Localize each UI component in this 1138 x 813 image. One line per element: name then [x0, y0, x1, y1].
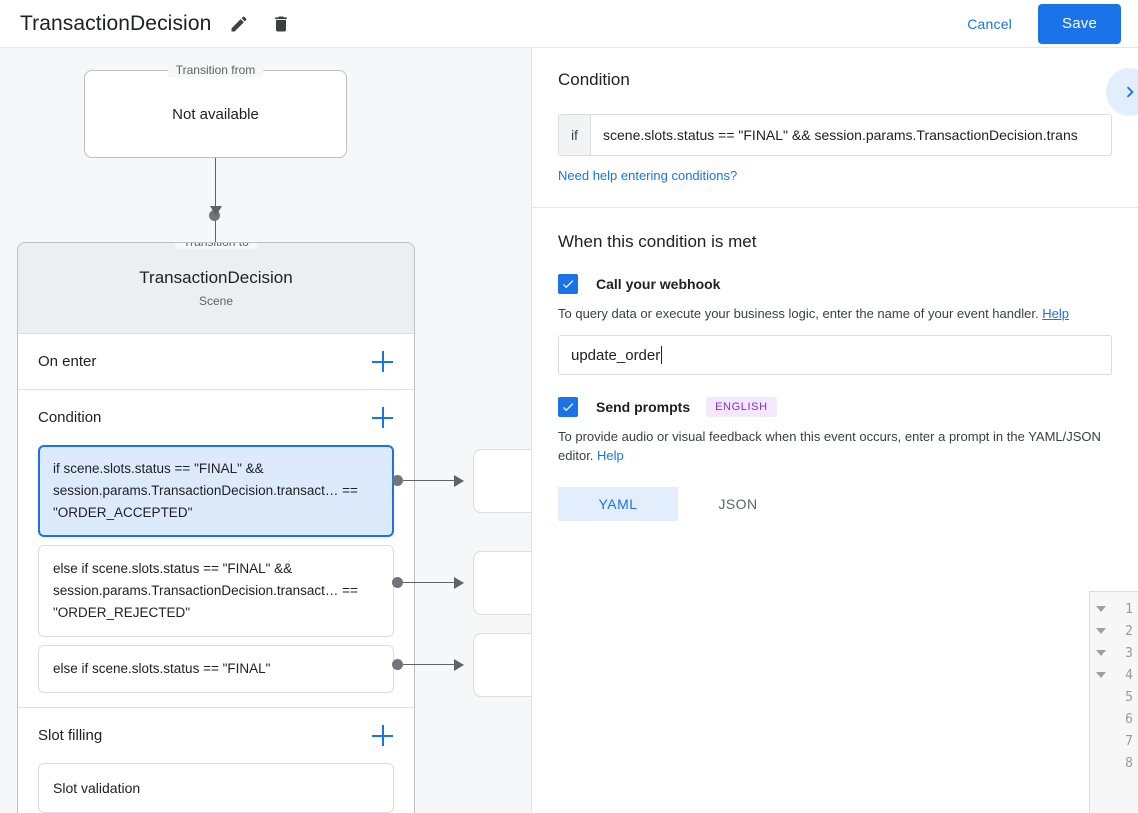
language-badge: ENGLISH — [706, 397, 777, 417]
tab-yaml[interactable]: YAML — [558, 487, 678, 521]
edge-arrow-icon — [454, 577, 464, 589]
transition-to-legend: Transition to — [175, 243, 257, 249]
slot-validation-card[interactable]: Slot validation — [38, 763, 394, 813]
add-slot-filling-plus-icon[interactable] — [372, 724, 394, 747]
top-bar: TransactionDecision Cancel Save — [0, 0, 1138, 48]
fold-triangle-icon[interactable] — [1096, 650, 1106, 656]
edge-dot — [392, 475, 403, 486]
section-title-condition: Condition — [38, 409, 102, 426]
editor-line-number: 5 — [1090, 686, 1138, 708]
webhook-helper-copy: To query data or execute your business l… — [558, 306, 1039, 321]
fold-triangle-icon[interactable] — [1096, 672, 1106, 678]
condition-card-rejected[interactable]: else if scene.slots.status == "FINAL" &&… — [38, 545, 394, 637]
cancel-button[interactable]: Cancel — [951, 7, 1028, 41]
section-slot-filling: Slot filling Slot validation — [18, 707, 414, 813]
chevron-right-icon[interactable] — [1106, 68, 1138, 116]
section-header-slot-filling: Slot filling — [38, 708, 394, 763]
edge-arrow-icon — [454, 659, 464, 671]
webhook-help-link[interactable]: Help — [1042, 306, 1069, 321]
edge-dot — [392, 659, 403, 670]
edge-line — [403, 664, 463, 665]
edge-arrow-icon — [454, 475, 464, 487]
prompts-checkbox-row: Send prompts ENGLISH — [558, 397, 1112, 417]
tab-json[interactable]: JSON — [718, 496, 758, 512]
section-header-condition: Condition — [38, 390, 394, 445]
condition-card-accepted[interactable]: if scene.slots.status == "FINAL" && sess… — [38, 445, 394, 537]
condition-section: Condition if scene.slots.status == "FINA… — [532, 48, 1138, 208]
prompts-label: Send prompts — [596, 399, 691, 415]
when-condition-met-section: When this condition is met Call your web… — [532, 208, 1138, 521]
prompts-helper-copy: To provide audio or visual feedback when… — [558, 429, 1101, 463]
target-card-final[interactable] — [473, 633, 531, 697]
target-card-rejected[interactable] — [473, 551, 531, 615]
edge-line — [403, 480, 463, 481]
condition-help-link[interactable]: Need help entering conditions? — [558, 168, 738, 183]
scene-type: Scene — [198, 294, 234, 308]
webhook-label: Call your webhook — [596, 276, 721, 292]
prompts-helper-text: To provide audio or visual feedback when… — [558, 427, 1112, 465]
scene-graph-panel: Transition from Not available Transition… — [0, 48, 531, 813]
line-number-label: 6 — [1125, 711, 1133, 727]
page-title: TransactionDecision — [20, 11, 212, 35]
editor-line-number: 3 — [1090, 642, 1138, 664]
pencil-icon[interactable] — [225, 10, 253, 38]
line-number-label: 2 — [1125, 623, 1133, 639]
condition-expression-input[interactable]: scene.slots.status == "FINAL" && session… — [603, 127, 1078, 143]
add-on-enter-plus-icon[interactable] — [372, 350, 394, 373]
line-number-label: 7 — [1125, 733, 1133, 749]
section-title-slot-filling: Slot filling — [38, 727, 103, 744]
webhook-helper-text: To query data or execute your business l… — [558, 304, 1112, 323]
when-condition-met-title: When this condition is met — [558, 232, 757, 251]
line-number-label: 3 — [1125, 645, 1133, 661]
editor-line-number: 6 — [1090, 708, 1138, 730]
fold-triangle-icon[interactable] — [1096, 606, 1106, 612]
section-header-on-enter: On enter — [38, 334, 394, 389]
condition-card-final[interactable]: else if scene.slots.status == "FINAL" — [38, 645, 394, 693]
webhook-handler-input[interactable]: update_order — [558, 335, 1112, 375]
edge-line — [403, 582, 463, 583]
condition-section-title: Condition — [558, 70, 630, 89]
save-button[interactable]: Save — [1038, 3, 1121, 44]
add-condition-plus-icon[interactable] — [372, 406, 394, 429]
trash-icon[interactable] — [267, 10, 295, 38]
line-number-label: 8 — [1125, 755, 1133, 771]
editor-format-tabs: YAML JSON — [558, 487, 1112, 521]
prompts-checkbox[interactable] — [558, 397, 578, 417]
text-caret — [661, 346, 663, 364]
condition-input-row[interactable]: if scene.slots.status == "FINAL" && sess… — [558, 114, 1112, 156]
webhook-handler-value: update_order — [571, 346, 661, 364]
editor-line-number: 1 — [1090, 598, 1138, 620]
editor-line-number: 4 — [1090, 664, 1138, 686]
editor-line-number: 2 — [1090, 620, 1138, 642]
line-number-label: 5 — [1125, 689, 1133, 705]
webhook-checkbox-row: Call your webhook — [558, 274, 1112, 294]
section-title-on-enter: On enter — [38, 353, 97, 370]
prompts-help-link[interactable]: Help — [597, 448, 624, 463]
line-number-label: 1 — [1125, 601, 1133, 617]
line-number-label: 4 — [1125, 667, 1133, 683]
connector-arrow-icon — [210, 206, 222, 216]
transition-from-card: Transition from Not available — [84, 63, 347, 158]
fold-triangle-icon[interactable] — [1096, 628, 1106, 634]
scene-header: TransactionDecision Scene — [18, 243, 414, 334]
scene-name: TransactionDecision — [139, 268, 293, 287]
editor-line-number: 8 — [1090, 752, 1138, 774]
editor-gutter: 1 2 3 4 5 6 7 8 — [1090, 592, 1138, 813]
condition-if-prefix: if — [559, 115, 591, 155]
target-card-accepted[interactable] — [473, 449, 531, 513]
transition-from-legend: Transition from — [167, 63, 264, 77]
edge-dot — [392, 577, 403, 588]
editor-line-number: 7 — [1090, 730, 1138, 752]
section-condition: Condition if scene.slots.status == "FINA… — [18, 389, 414, 707]
details-panel: Condition if scene.slots.status == "FINA… — [531, 48, 1138, 813]
transition-to-card: Transition to TransactionDecision Scene … — [17, 242, 415, 813]
section-on-enter: On enter — [18, 334, 414, 389]
transition-from-value: Not available — [172, 105, 259, 123]
webhook-checkbox[interactable] — [558, 274, 578, 294]
